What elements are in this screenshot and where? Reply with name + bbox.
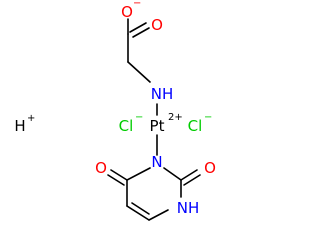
molecule-structure: O − O NH H + Cl − Pt 2+ Cl − N O O NH (14, 0, 216, 221)
ring-nitrogen-3-label: N (151, 153, 162, 171)
bond-c5-c6-inner (131, 202, 150, 215)
carboxylate-oxygen-label: O (121, 3, 133, 21)
ring-nitrogen-1-label: NH (177, 199, 200, 217)
platinum-charge: 2+ (168, 112, 183, 123)
carbonyl-oxygen-top-label: O (151, 16, 163, 34)
ring-oxygen-right-label: O (204, 159, 216, 177)
bond-c6-n1 (148, 209, 169, 221)
carboxylate-oxygen-charge: − (133, 0, 141, 9)
chloride-right-charge: − (204, 112, 212, 123)
bond-c4-o-b (107, 174, 125, 186)
bond-ch2-nh (127, 61, 151, 83)
ring-oxygen-left-label: O (95, 159, 107, 177)
hydron-charge: + (27, 113, 35, 124)
hydron-label: H (14, 117, 25, 135)
bond-c2-o-b (183, 174, 201, 186)
bond-c5-c6 (126, 205, 150, 221)
bond-n3-c4 (126, 167, 151, 181)
bond-c2-o-a (180, 169, 198, 181)
chloride-right-label: Cl (188, 117, 203, 135)
amine-label: NH (151, 85, 174, 103)
bond-c4-o-a (110, 169, 128, 181)
bond-c2-n3 (163, 167, 182, 181)
chloride-left-label: Cl (119, 117, 134, 135)
bond-carboxyl-c-o-double-a (129, 22, 147, 33)
platinum-label: Pt (150, 117, 165, 135)
chloride-left-charge: − (135, 112, 143, 123)
bond-carboxyl-c-o-double-b (132, 27, 150, 38)
